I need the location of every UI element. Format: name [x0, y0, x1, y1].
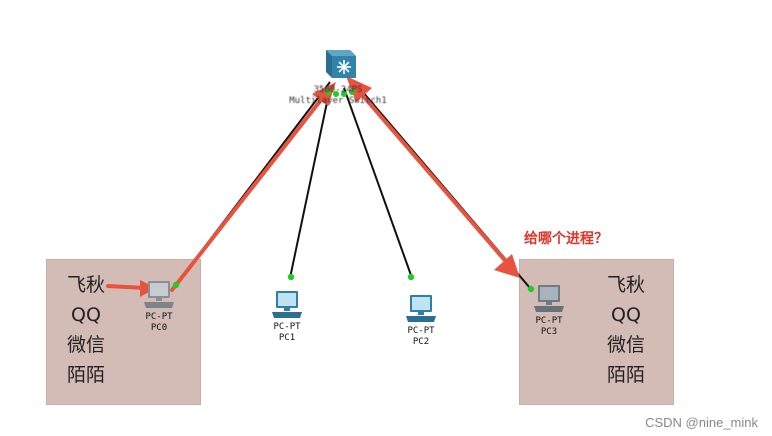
pc-node-pc1[interactable]: PC-PT PC1 — [259, 290, 315, 344]
port-dot — [527, 285, 535, 293]
port-dot — [325, 89, 331, 95]
switch-name-label: Multilayer Switch1 — [289, 96, 387, 106]
pc-name-label: PC1 — [278, 333, 296, 343]
port-dot — [287, 273, 295, 281]
pc-node-pc3[interactable]: PC-PT PC3 — [521, 284, 577, 338]
app-label: 陌陌 — [66, 364, 105, 386]
arrow-pc0-to-switch — [170, 94, 326, 292]
app-label: 飞秋 — [606, 274, 645, 296]
pc-icon — [144, 281, 174, 308]
link-pc1-switch — [289, 87, 331, 279]
app-label: QQ — [71, 304, 101, 326]
pc-type-label: PC-PT — [535, 316, 563, 326]
multilayer-switch[interactable]: 3560-24PS Multilayer Switch1 — [278, 44, 398, 107]
sender-app-list: 飞秋 QQ 微信 陌陌 — [56, 270, 116, 390]
app-label: 微信 — [66, 334, 105, 356]
pc-name-label: PC0 — [150, 323, 168, 333]
app-label: 飞秋 — [66, 274, 105, 296]
pc-type-label: PC-PT — [407, 326, 435, 336]
csdn-watermark: CSDN @nine_mink — [645, 415, 758, 430]
pc-type-label: PC-PT — [273, 322, 301, 332]
pc-name-label: PC3 — [540, 327, 558, 337]
port-dot — [172, 281, 180, 289]
receiver-app-list: 飞秋 QQ 微信 陌陌 — [596, 270, 656, 390]
link-pc2-switch — [343, 87, 413, 279]
pc-name-label: PC2 — [412, 337, 430, 347]
pc-type-label: PC-PT — [145, 312, 173, 322]
arrowhead-switch-left — [312, 82, 336, 106]
arrowhead-switch-right — [346, 76, 372, 102]
port-dot — [333, 91, 339, 97]
app-label: 陌陌 — [606, 364, 645, 386]
arrowhead-pc3 — [494, 254, 520, 278]
which-process-annotation: 给哪个进程？ — [524, 231, 608, 247]
switch-icon — [326, 50, 356, 78]
port-dot — [341, 91, 347, 97]
receiver-host-box — [519, 259, 674, 405]
switch-model-label: 3560-24PS — [313, 85, 363, 95]
pc-node-pc0[interactable]: PC-PT PC0 — [131, 280, 187, 334]
arrow-feiqiu-to-pc0 — [106, 284, 146, 290]
port-dot — [407, 273, 415, 281]
pc-icon — [406, 295, 436, 322]
pc-icon — [534, 285, 564, 312]
pc-icon — [272, 291, 302, 318]
port-dot — [349, 89, 355, 95]
app-label: 微信 — [606, 334, 645, 356]
app-label: QQ — [611, 304, 641, 326]
arrow-switch-to-pc3 — [356, 88, 510, 266]
pc-node-pc2[interactable]: PC-PT PC2 — [393, 294, 449, 348]
